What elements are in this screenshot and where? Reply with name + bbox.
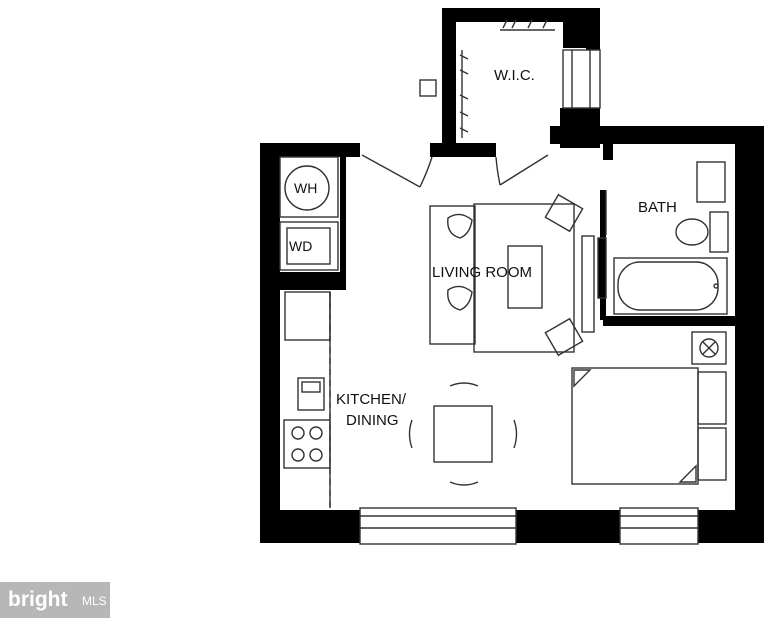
watermark-suffix: MLS — [82, 594, 107, 608]
room-label-bath: BATH — [638, 199, 677, 216]
watermark: bright MLS — [0, 582, 110, 618]
watermark-brand: bright — [8, 588, 68, 611]
room-label-wic: W.I.C. — [494, 67, 535, 84]
label-washer-dryer: WD — [289, 238, 313, 254]
room-label-kitchen: KITCHEN/ — [336, 391, 407, 408]
label-water-heater: WH — [294, 180, 318, 196]
fixtures — [279, 19, 729, 545]
room-label-dining: DINING — [346, 412, 399, 429]
walls — [260, 8, 764, 543]
room-label-living-room: LIVING ROOM — [432, 264, 533, 281]
